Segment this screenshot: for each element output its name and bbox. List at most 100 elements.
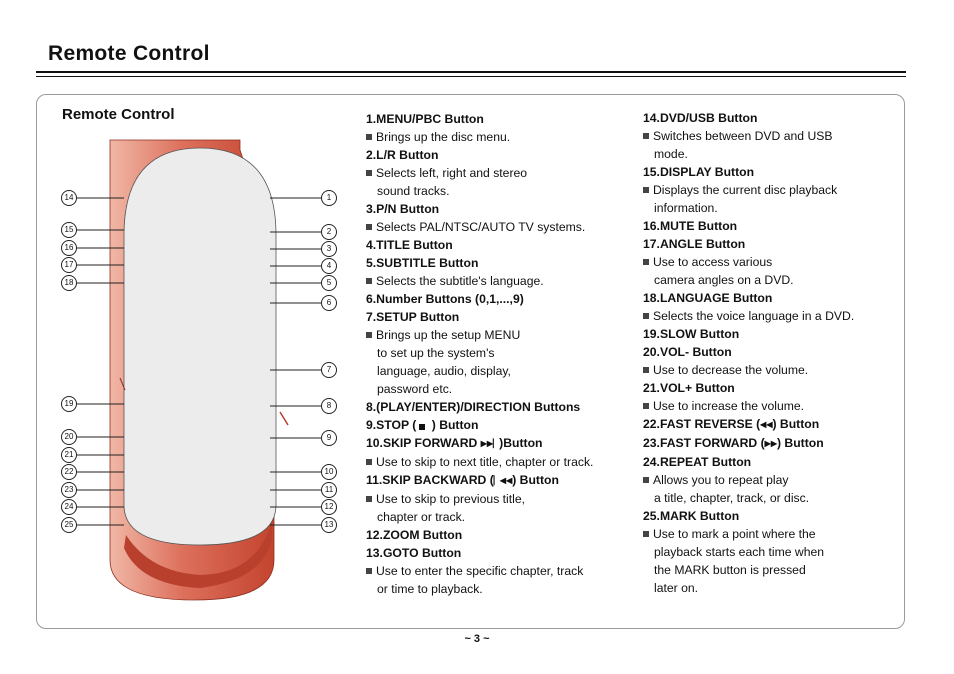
description-text: Selects the voice language in a DVD. [653,309,855,323]
heading-text-suffix: )Button [499,436,543,450]
description-line: Selects left, right and stereo [366,164,636,182]
callout-number: 17 [61,257,77,273]
bullet-icon [643,313,649,319]
description-continuation: to set up the system's [377,346,495,360]
fast-forward-icon: ▶▶ [764,439,777,448]
button-heading: 20.VOL- Button [643,343,898,361]
button-heading: 16.MUTE Button [643,217,898,235]
heading-text: 12.ZOOM Button [366,528,463,542]
remote-body [123,147,277,546]
description-text: Selects left, right and stereo [376,166,528,180]
heading-text: 16.MUTE Button [643,219,738,233]
bullet-icon [366,568,372,574]
description-text: Selects the subtitle's language. [376,274,544,288]
callout-number: 3 [321,241,337,257]
button-heading: 14.DVD/USB Button [643,109,898,127]
description-line: Use to mark a point where the [643,525,898,543]
description-text: Switches between DVD and USB [653,129,833,143]
page-number: ~ 3 ~ [464,633,490,645]
button-heading: 24.REPEAT Button [643,453,898,471]
description-continuation: chapter or track. [377,510,466,524]
bullet-icon [643,477,649,483]
heading-text: 9.STOP ( [366,418,417,432]
description-continuation: information. [654,201,718,215]
bullet-icon [643,403,649,409]
description-text: Displays the current disc playback [653,183,838,197]
callout-number: 12 [321,499,337,515]
bullet-icon [643,531,649,537]
stop-icon [416,416,428,434]
callout-number: 22 [61,464,77,480]
callout-number: 20 [61,429,77,445]
heading-text: 15.DISPLAY Button [643,165,755,179]
description-line: Use to increase the volume. [643,397,898,415]
bullet-icon [366,496,372,502]
callout-number: 4 [321,258,337,274]
bullet-icon [366,134,372,140]
description-continuation: or time to playback. [377,582,483,596]
button-heading: 3.P/N Button [366,200,636,218]
callout-number: 7 [321,362,337,378]
description-text: Allows you to repeat play [653,473,789,487]
heading-text-suffix: ) Button [772,417,820,431]
description-text: Selects PAL/NTSC/AUTO TV systems. [376,220,586,234]
callout-number: 16 [61,240,77,256]
heading-text: 3.P/N Button [366,202,440,216]
button-heading: 8.(PLAY/ENTER)/DIRECTION Buttons [366,398,636,416]
heading-text: 10.SKIP FORWARD [366,436,481,450]
button-heading: 22.FAST REVERSE (◀◀) Button [643,415,898,434]
panel-title: Remote Control [62,106,175,123]
remote-bottom-edge [124,520,272,588]
button-heading: 1.MENU/PBC Button [366,110,636,128]
button-heading: 2.L/R Button [366,146,636,164]
button-heading: 18.LANGUAGE Button [643,289,898,307]
heading-text: 20.VOL- Button [643,345,732,359]
button-heading: 25.MARK Button [643,507,898,525]
callout-number: 24 [61,499,77,515]
description-text: Use to skip to previous title, [376,492,526,506]
description-continuation: later on. [654,581,699,595]
description-line: Brings up the setup MENU [366,326,636,344]
bullet-icon [366,459,372,465]
heading-text: 8.(PLAY/ENTER)/DIRECTION Buttons [366,400,581,414]
description-line: Use to enter the specific chapter, track [366,562,636,580]
description-continuation: playback starts each time when [654,545,825,559]
description-text: Use to access various [653,255,773,269]
description-continuation: mode. [654,147,688,161]
heading-text: 19.SLOW Button [643,327,740,341]
callout-number: 2 [321,224,337,240]
heading-text-suffix: ) Button [776,436,824,450]
header-rule [36,71,906,73]
button-heading: 6.Number Buttons (0,1,...,9) [366,290,636,308]
callout-number: 18 [61,275,77,291]
button-heading: 23.FAST FORWARD (▶▶) Button [643,434,898,453]
button-heading: 10.SKIP FORWARD ▶▶▏)Button [366,434,636,453]
callout-number: 13 [321,517,337,533]
header-rule-thin [36,76,906,77]
description-line: Selects the voice language in a DVD. [643,307,898,325]
bullet-icon [643,259,649,265]
heading-text: 2.L/R Button [366,148,439,162]
description-line: Use to skip to previous title, [366,490,636,508]
bullet-icon [643,133,649,139]
description-continuation: language, audio, display, [377,364,511,378]
button-heading: 7.SETUP Button [366,308,636,326]
callout-number: 9 [321,430,337,446]
callout-number: 15 [61,222,77,238]
description-text: Brings up the setup MENU [376,328,521,342]
bullet-icon [643,187,649,193]
heading-text-suffix: ) Button [428,418,479,432]
callout-number: 21 [61,447,77,463]
description-line: Use to decrease the volume. [643,361,898,379]
heading-text: 18.LANGUAGE Button [643,291,773,305]
callout-number: 10 [321,464,337,480]
bullet-icon [366,224,372,230]
description-continuation: password etc. [377,382,453,396]
heading-text-suffix: ) Button [512,473,559,487]
heading-text: 11.SKIP BACKWARD ( [366,473,494,487]
button-heading: 12.ZOOM Button [366,526,636,544]
callout-number: 23 [61,482,77,498]
button-heading: 11.SKIP BACKWARD (▏◀◀) Button [366,471,636,490]
